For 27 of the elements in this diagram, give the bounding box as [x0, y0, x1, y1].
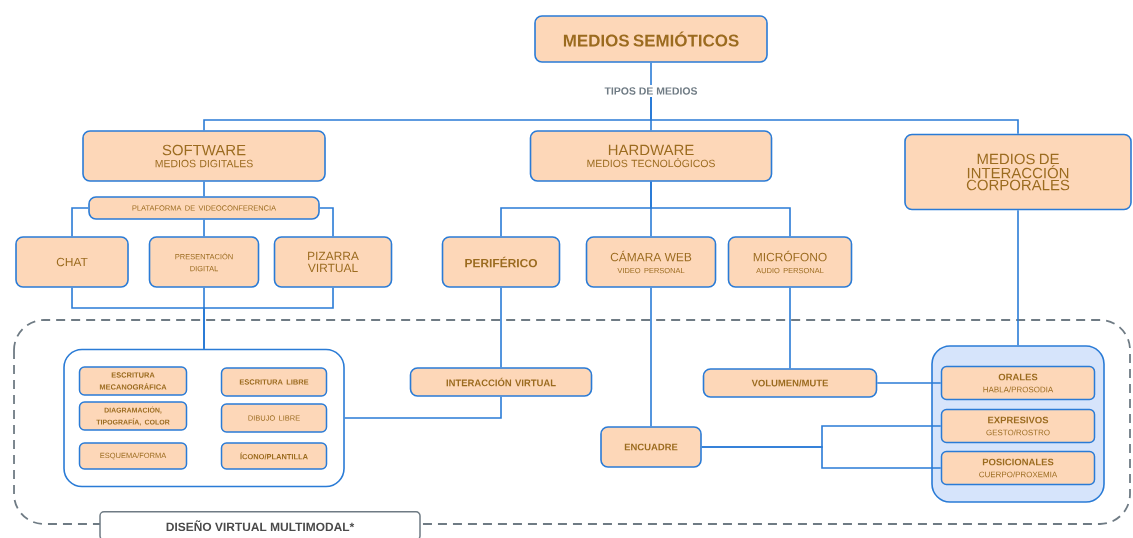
connector-line: [203, 219, 205, 237]
connector-line: [876, 382, 942, 384]
connector-line: [789, 287, 791, 369]
item-box: ENCUADRE: [600, 426, 702, 468]
region-heading: DISEÑO VIRTUAL MULTIMODAL*: [99, 511, 421, 538]
connector-line: [1017, 209, 1019, 346]
connector-line: [203, 287, 334, 350]
title-box: MEDIOS SEMIÓTICOS: [534, 15, 768, 63]
branch-label: TIPOS DE MEDIOS: [602, 85, 700, 97]
item-box: PERIFÉRICO: [441, 236, 561, 288]
item-box: CHAT: [15, 236, 129, 288]
connector-line: [344, 396, 502, 419]
connector-line: [650, 62, 652, 86]
connector-line: [319, 207, 334, 237]
category-box: HARDWARE MEDIOS TECNOLÓGICOS: [529, 130, 773, 182]
item-box: PIZARRA VIRTUAL: [273, 236, 393, 288]
connector-line: [650, 96, 1019, 135]
connector-line: [701, 446, 942, 469]
category-box: MEDIOS DE INTERACCIÓN CORPORALES: [904, 133, 1132, 211]
item-box: VOLUMEN/MUTE: [702, 368, 878, 398]
connector-line: [650, 181, 791, 237]
connector-line: [71, 207, 89, 237]
connector-line: [650, 287, 652, 427]
category-box: SOFTWARE MEDIOS DIGITALES: [82, 130, 326, 182]
connector-line: [203, 181, 205, 197]
connector-line: [500, 287, 502, 368]
item-box: INTERACCIÓN VIRTUAL: [409, 367, 593, 397]
